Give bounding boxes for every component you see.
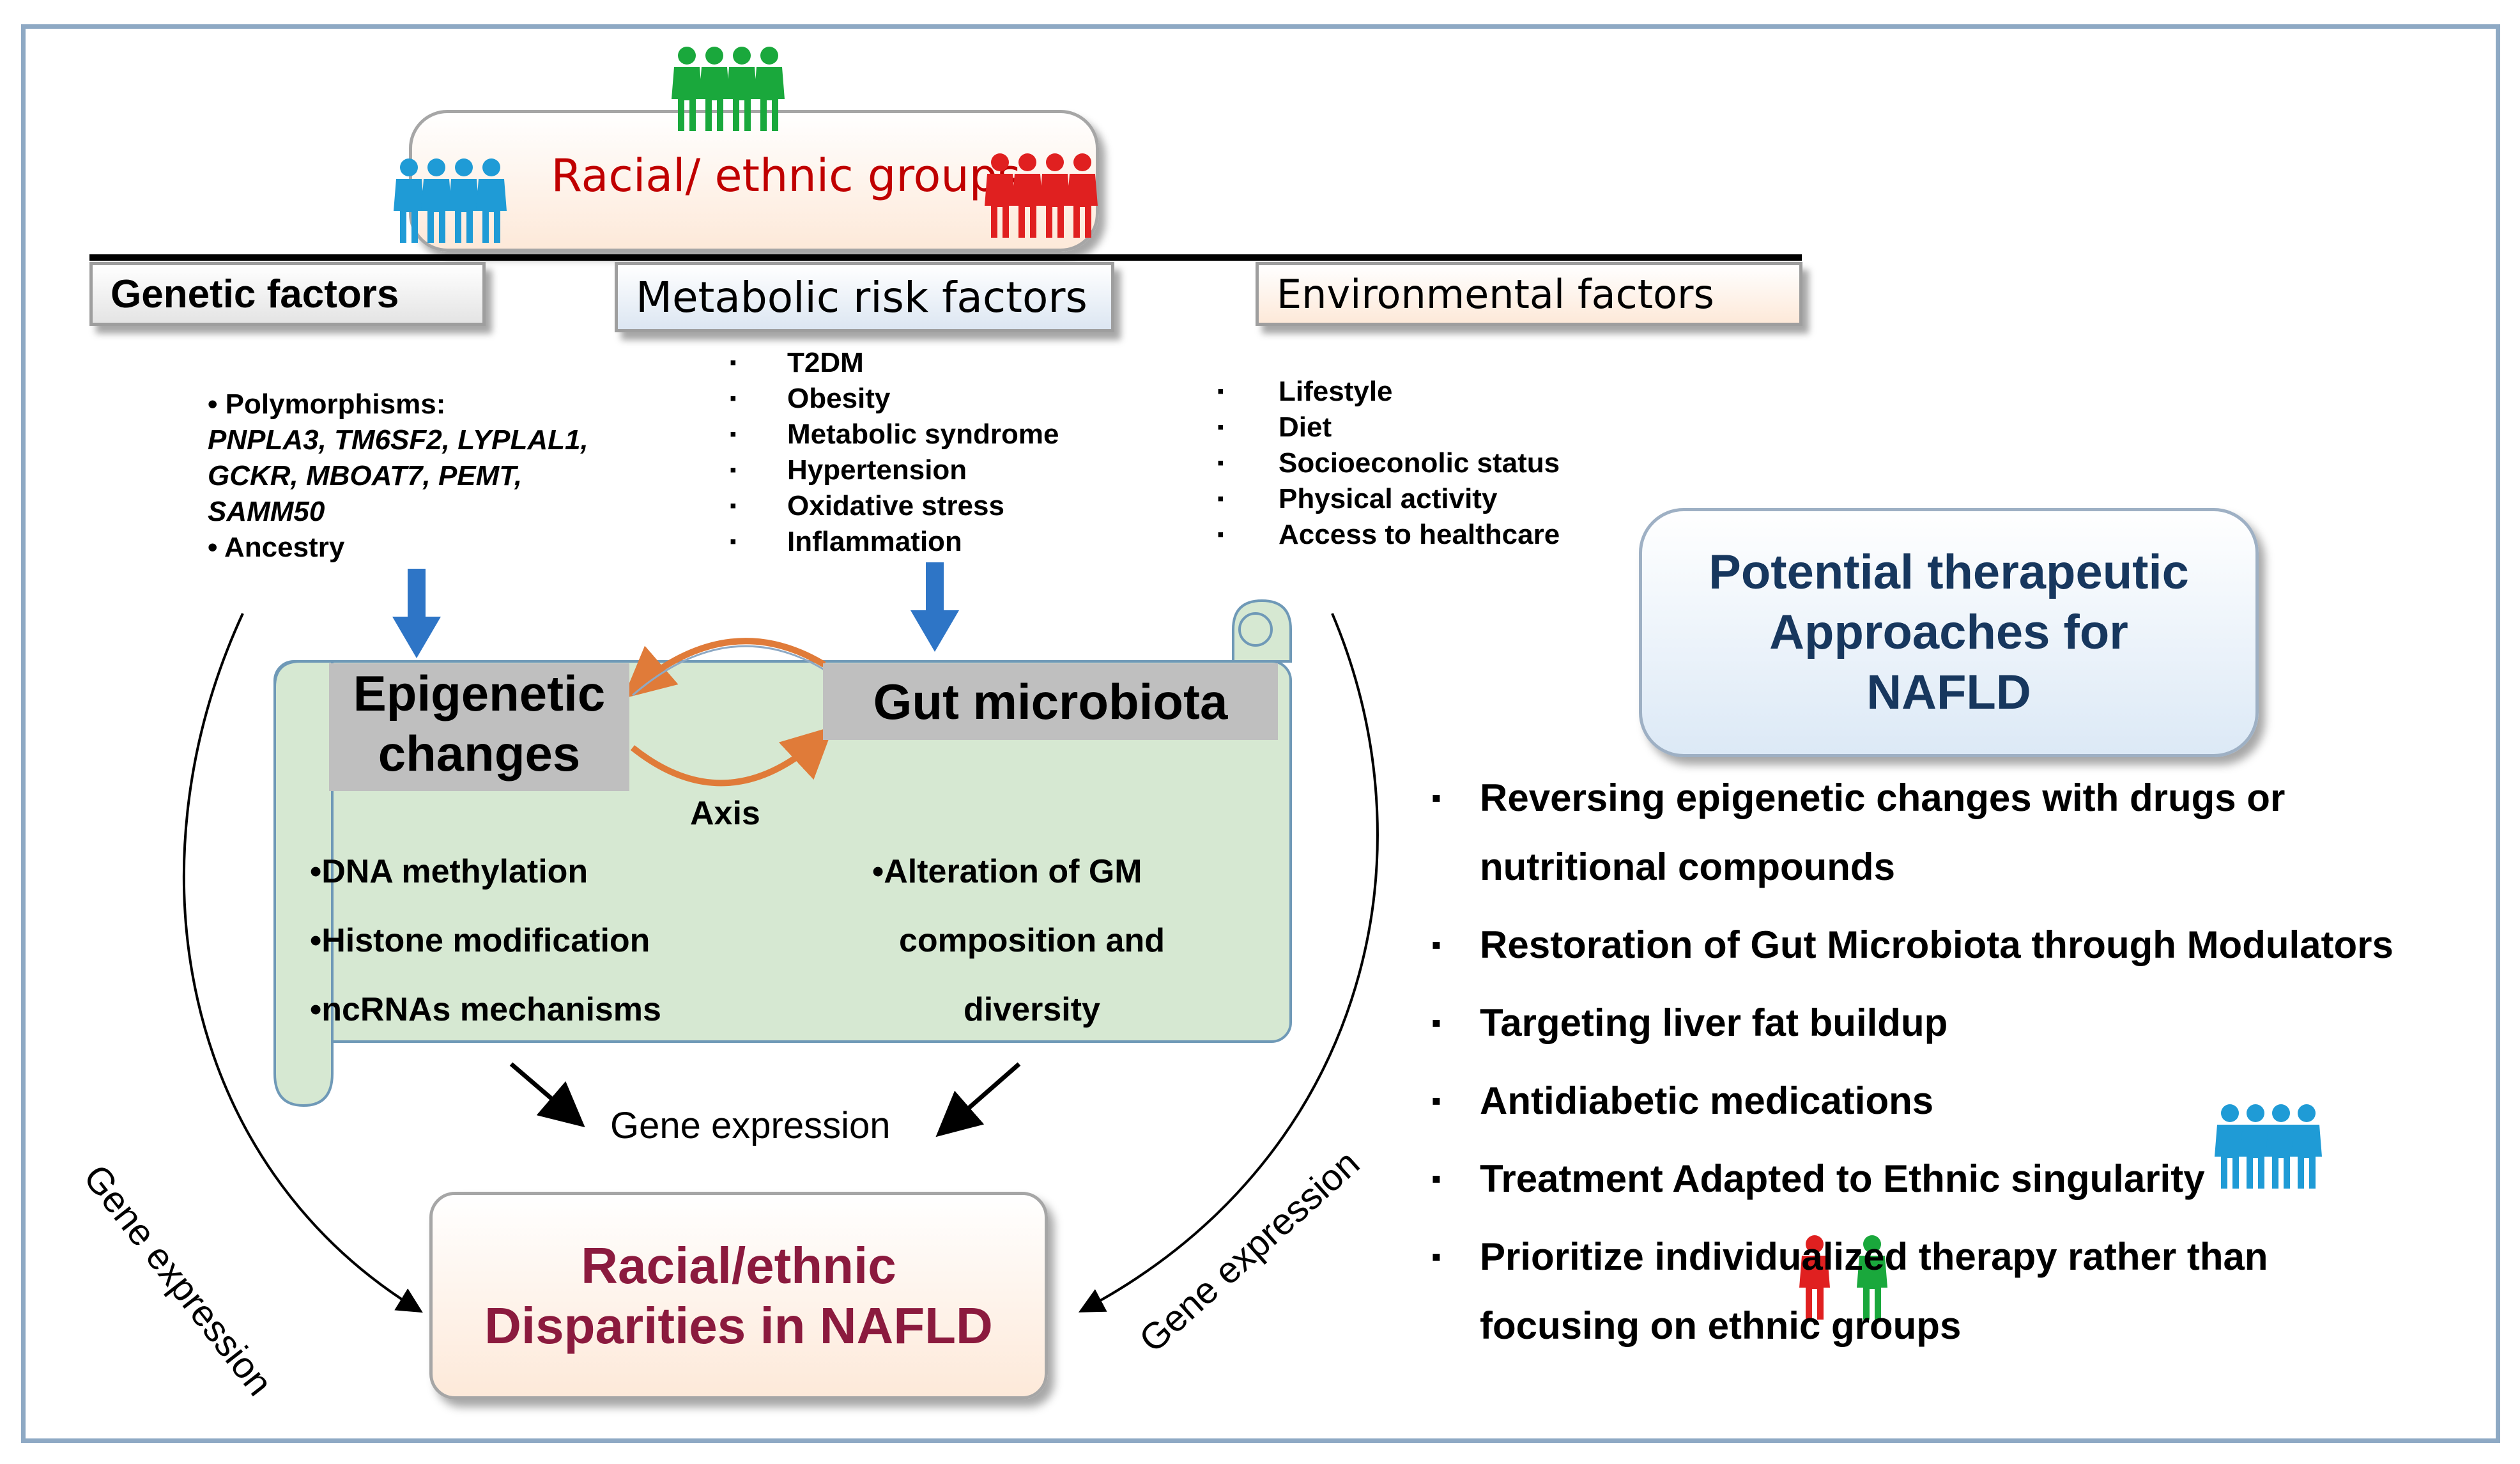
- metabolic-item: T2DM: [730, 345, 1177, 381]
- scroll-curl-knob: [1238, 612, 1273, 647]
- polymorphisms-label: • Polymorphisms:: [208, 389, 446, 420]
- axis-arrow-top-shadow: [632, 645, 825, 697]
- center-gene-expression-label: Gene expression: [610, 1105, 891, 1146]
- metabolic-item: Obesity: [730, 381, 1177, 417]
- racial-ethnic-groups-title: Racial/ ethnic groups: [551, 150, 1021, 202]
- therapy-title-line-2: Approaches for: [1769, 605, 2128, 659]
- environmental-item: Access to healthcare: [1217, 517, 1703, 553]
- metabolic-factor-list: T2DM Obesity Metabolic syndrome Hyperten…: [730, 345, 1177, 560]
- disparities-line-2: Disparities in NAFLD: [484, 1297, 993, 1354]
- axis-arrow-top: [622, 638, 826, 699]
- down-arrow-genetic: [392, 569, 441, 658]
- environmental-factors-box: Environmental factors: [1256, 262, 1802, 326]
- metabolic-item: Metabolic syndrome: [730, 417, 1177, 452]
- axis-label: Axis: [690, 795, 760, 832]
- racial-ethnic-groups-box: [409, 110, 1099, 252]
- racial-ethnic-disparities-box: Racial/ethnic Disparities in NAFLD: [429, 1192, 1048, 1399]
- epigenetic-item: •ncRNAs mechanisms: [310, 991, 661, 1028]
- epigenetic-heading-line-1: Epigenetic: [353, 665, 606, 721]
- scroll-right-curl: [1232, 599, 1292, 663]
- environmental-item: Lifestyle: [1217, 374, 1703, 410]
- therapeutic-approaches-box: Potential therapeutic Approaches for NAF…: [1639, 508, 2259, 757]
- metabolic-item: Hypertension: [730, 452, 1177, 488]
- axis-arrow-bottom: [630, 726, 834, 787]
- gene-list-line-3: SAMM50: [208, 496, 325, 527]
- disparities-line-1: Racial/ethnic: [581, 1237, 896, 1294]
- epigenetic-heading-line-2: changes: [378, 725, 581, 782]
- environmental-factor-list: Lifestyle Diet Socioeconolic status Phys…: [1217, 374, 1703, 553]
- left-arc-arrow: [183, 613, 423, 1313]
- therapy-item: Targeting liver fat buildup: [1431, 989, 2454, 1058]
- right-arc-arrow: [1078, 613, 1379, 1313]
- therapy-item: Reversing epigenetic changes with drugs …: [1431, 764, 2454, 902]
- gm-item-line-3: diversity: [964, 991, 1100, 1028]
- environmental-item: Physical activity: [1217, 481, 1703, 517]
- arrow-gm-to-gene: [935, 1062, 1021, 1137]
- arrow-epi-to-gene: [509, 1062, 585, 1128]
- epigenetic-mechanism-list: •DNA methylation •Histone modification •…: [310, 837, 661, 1044]
- environmental-item: Socioeconolic status: [1217, 445, 1703, 481]
- gut-microbiota-item: •Alteration of GM composition and divers…: [872, 837, 1192, 1044]
- factor-divider-line: [89, 254, 1802, 261]
- metabolic-item: Oxidative stress: [730, 488, 1177, 524]
- genetic-factors-box: Genetic factors: [89, 262, 486, 326]
- epigenetic-item: •Histone modification: [310, 922, 650, 959]
- therapy-item: Antidiabetic medications: [1431, 1067, 2454, 1136]
- ancestry-item: • Ancestry: [208, 532, 345, 563]
- gut-microbiota-heading: Gut microbiota: [823, 663, 1278, 740]
- outer-frame: [21, 24, 2500, 1443]
- metabolic-item: Inflammation: [730, 524, 1177, 560]
- gene-list-line-2: GCKR, MBOAT7, PEMT,: [208, 460, 523, 491]
- therapy-list: Reversing epigenetic changes with drugs …: [1431, 764, 2454, 1386]
- therapy-title-line-3: NAFLD: [1866, 665, 2031, 720]
- therapy-item: Prioritize individualized therapy rather…: [1431, 1222, 2454, 1360]
- down-arrow-metabolic: [910, 562, 959, 652]
- therapy-title-line-1: Potential therapeutic: [1709, 545, 2189, 599]
- metabolic-risk-factors-box: Metabolic risk factors: [615, 262, 1114, 332]
- environmental-item: Diet: [1217, 410, 1703, 445]
- gm-item-line-2: composition and: [899, 922, 1165, 959]
- genetic-factor-list: • Polymorphisms: PNPLA3, TM6SF2, LYPLAL1…: [208, 387, 655, 566]
- gm-item-line-1: •Alteration of GM: [872, 853, 1142, 890]
- epigenetic-item: •DNA methylation: [310, 853, 588, 890]
- epigenetic-changes-heading: Epigenetic changes: [329, 663, 629, 791]
- therapy-item: Restoration of Gut Microbiota through Mo…: [1431, 911, 2454, 980]
- scroll-left-curl: [273, 660, 334, 1107]
- gene-list-line-1: PNPLA3, TM6SF2, LYPLAL1,: [208, 424, 588, 456]
- therapy-item: Treatment Adapted to Ethnic singularity: [1431, 1144, 2454, 1214]
